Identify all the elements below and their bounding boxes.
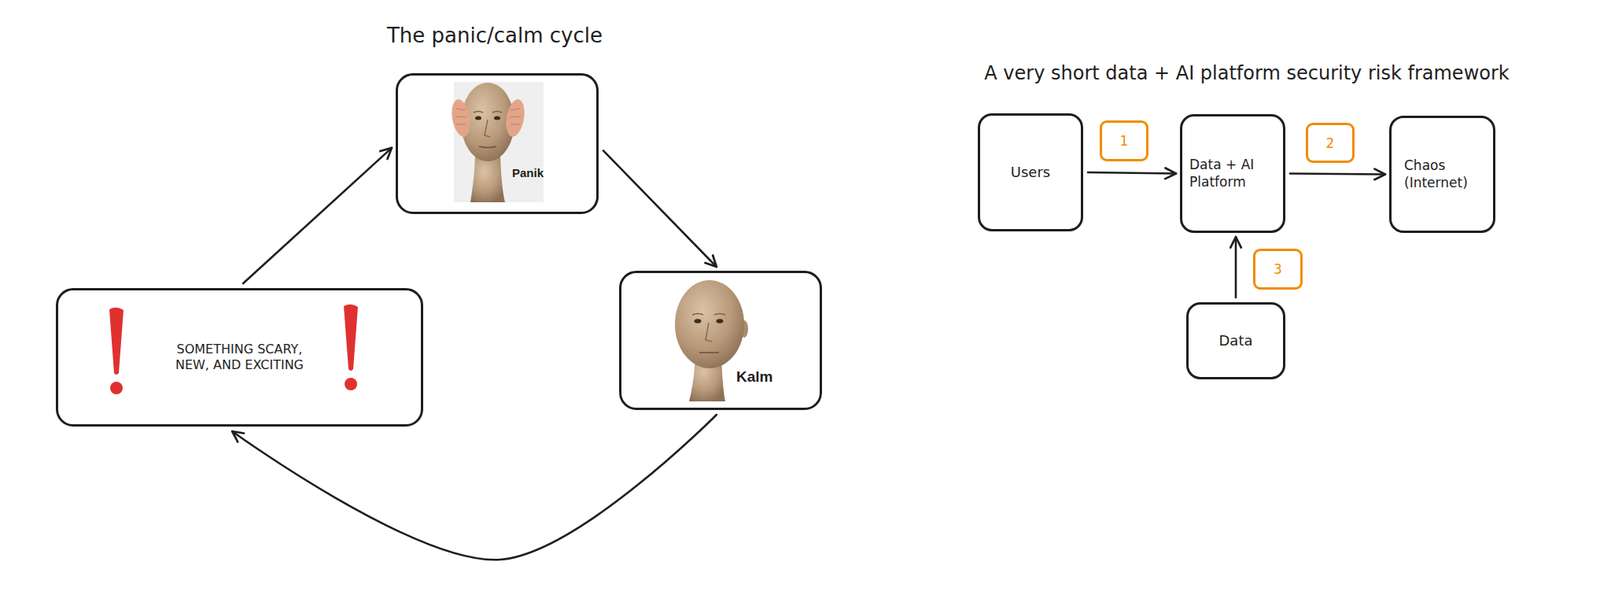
meme-mouth bbox=[699, 351, 719, 354]
meme-neck bbox=[470, 155, 506, 203]
event-box: SOMETHING SCARY, NEW, AND EXCITING bbox=[55, 287, 424, 427]
meme-background bbox=[453, 81, 544, 203]
meme-head bbox=[674, 280, 745, 369]
diagram-title: The panic/calm cycle bbox=[387, 23, 603, 48]
node-label: Panik bbox=[512, 165, 544, 181]
meme-box: Panik bbox=[395, 73, 599, 214]
flow-arrow bbox=[232, 414, 717, 560]
meme-eye bbox=[475, 116, 482, 121]
callout-number: 2 bbox=[1326, 135, 1335, 152]
exclamation-mark bbox=[343, 304, 358, 371]
meme-hand bbox=[503, 97, 528, 138]
meme-hand bbox=[449, 97, 473, 138]
meme-nose bbox=[705, 322, 712, 342]
meme-mouth bbox=[479, 146, 497, 148]
exclamation-dot bbox=[344, 377, 358, 391]
flow-arrow bbox=[243, 147, 392, 284]
callout-number: 3 bbox=[1273, 261, 1283, 277]
callout-box: 3 bbox=[1253, 248, 1303, 290]
meme-eye bbox=[694, 318, 702, 324]
meme-brows bbox=[473, 111, 502, 114]
exclamation-dot bbox=[110, 381, 123, 395]
section-heading: A very short data + AI platform security… bbox=[984, 62, 1509, 85]
process-box: Chaos (Internet) bbox=[1389, 115, 1496, 233]
meme-eye bbox=[716, 318, 724, 324]
process-box: Users bbox=[977, 113, 1084, 232]
callout-box: 2 bbox=[1305, 122, 1355, 163]
flow-arrow bbox=[603, 150, 717, 267]
node-label: Users bbox=[1010, 163, 1051, 182]
node-label: Kalm bbox=[736, 367, 773, 387]
process-box: Data bbox=[1186, 302, 1286, 380]
meme-brows bbox=[692, 313, 726, 316]
meme-eye bbox=[494, 116, 501, 121]
meme-box: Kalm bbox=[619, 270, 823, 410]
flow-arrow bbox=[1235, 236, 1238, 298]
meme-background bbox=[658, 277, 789, 403]
node-label: Data bbox=[1219, 331, 1254, 351]
flow-arrow bbox=[1087, 172, 1177, 174]
meme-fingers bbox=[455, 108, 467, 125]
title-text: The panic/calm cycle bbox=[387, 23, 603, 48]
meme-nose bbox=[484, 119, 491, 137]
callout-number: 1 bbox=[1120, 132, 1129, 149]
callout-box: 1 bbox=[1099, 120, 1149, 162]
exclamation-mark bbox=[109, 307, 124, 375]
process-box: Data + AI Platform bbox=[1179, 114, 1286, 233]
flow-arrow bbox=[1290, 173, 1386, 175]
node-label: Chaos (Internet) bbox=[1404, 157, 1481, 192]
node-label: Data + AI Platform bbox=[1189, 156, 1276, 191]
meme-fingers bbox=[509, 108, 521, 125]
node-label: SOMETHING SCARY, NEW, AND EXCITING bbox=[165, 341, 315, 373]
heading-text: A very short data + AI platform security… bbox=[984, 62, 1509, 85]
